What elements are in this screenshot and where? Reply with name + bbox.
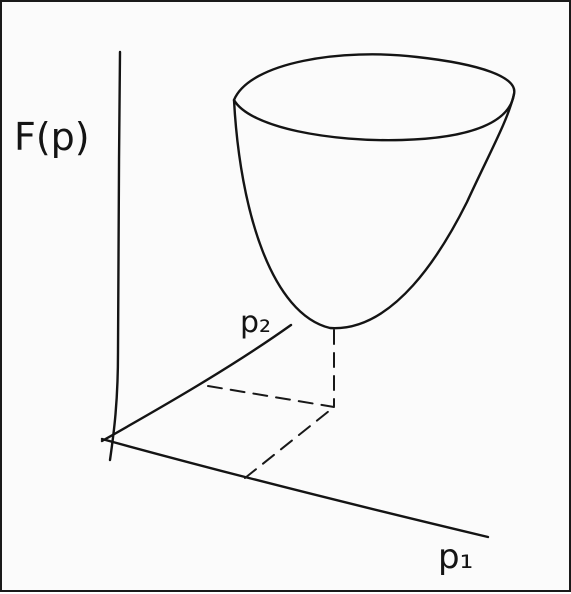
vertical-axis [108, 50, 122, 462]
p1-axis-label: p₁ [438, 537, 473, 577]
paraboloid-bowl [232, 92, 516, 330]
vertical-axis-label: F(p) [14, 115, 90, 159]
p1-axis [100, 437, 490, 539]
paraboloid-rim [232, 53, 516, 142]
minimum-projection-p1-direction [207, 385, 335, 408]
minimum-projection-p2-direction [244, 406, 335, 479]
p2-axis-label: p₂ [240, 305, 271, 340]
p2-axis [100, 323, 293, 443]
